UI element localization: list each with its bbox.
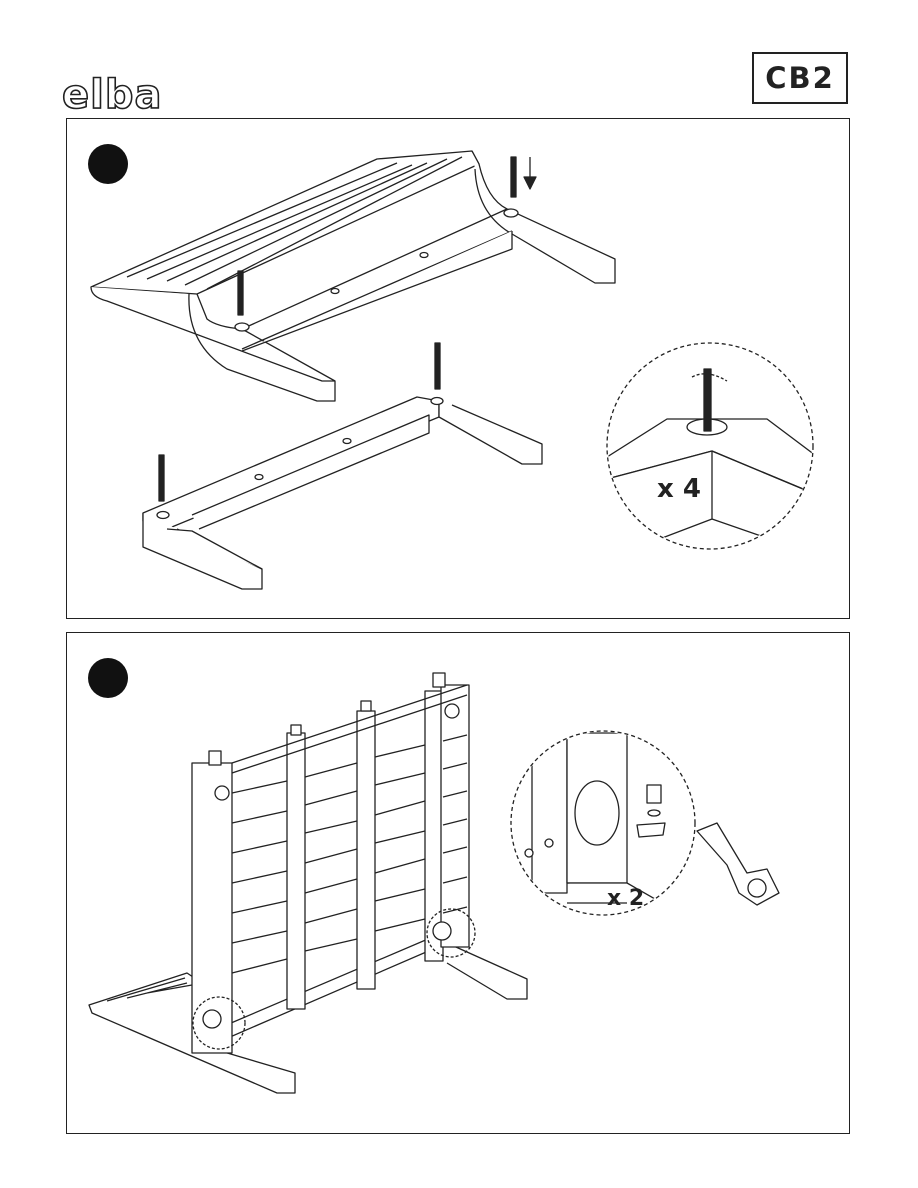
back-panel [192, 673, 475, 1053]
cb2-logo: CB2 [752, 52, 848, 104]
bracket-icon [637, 823, 665, 837]
step-2-illustration: x 2 [67, 633, 851, 1135]
base-assembly-top [91, 151, 615, 401]
brand-wordmark: elba [62, 72, 162, 118]
washer-icon [648, 810, 660, 816]
step-2-panel: x 2 [66, 632, 850, 1134]
base-assembly-bottom [143, 343, 542, 589]
wrench-icon [697, 823, 779, 905]
detail-callout: x 2 [511, 731, 779, 923]
step-1-illustration: x 4 [67, 119, 851, 620]
nut-icon [647, 785, 661, 803]
detail-callout: x 4 [607, 343, 827, 559]
base-assembly [89, 933, 527, 1093]
callout-count-label: x 4 [657, 474, 701, 504]
callout-count-label: x 2 [607, 886, 644, 911]
step-1-panel: x 4 [66, 118, 850, 619]
